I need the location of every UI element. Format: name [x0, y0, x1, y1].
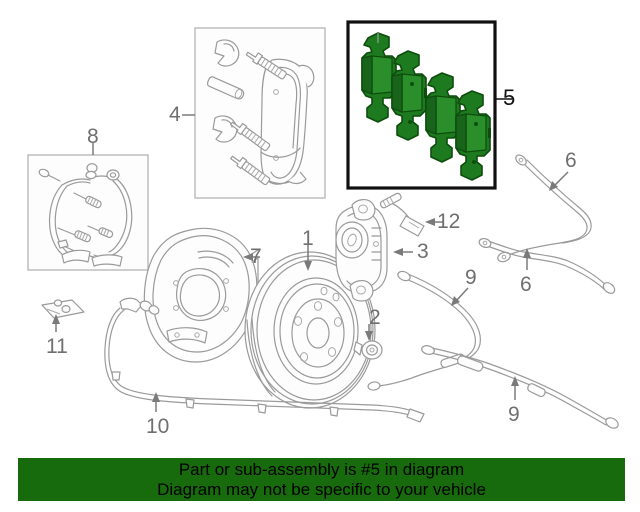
- callout-box-4: [194, 27, 326, 199]
- pointer-7: [243, 253, 260, 261]
- pointer-11: [52, 314, 60, 332]
- part-wear-sensor: [379, 192, 425, 237]
- callout-label-12: 12: [437, 210, 461, 233]
- callout-label-9a: 9: [465, 266, 477, 289]
- callout-label-8: 8: [87, 125, 99, 148]
- part-identification-banner: Part or sub-assembly is #5 in diagram Di…: [18, 458, 625, 501]
- part-brake-caliper: [335, 199, 388, 302]
- part-brake-line: [104, 297, 425, 423]
- callout-label-11: 11: [46, 335, 68, 358]
- callout-label-1: 1: [302, 227, 314, 250]
- callout-box-8: [27, 154, 149, 271]
- callout-label-6a: 6: [565, 149, 577, 172]
- pointer-6b: [523, 248, 531, 270]
- callout-label-5: 5: [503, 85, 516, 110]
- pointer-9b: [511, 376, 519, 400]
- callout-label-10: 10: [146, 415, 170, 438]
- callout-box-5-highlighted: [346, 20, 512, 190]
- pointer-1: [304, 244, 312, 271]
- pointer-6a: [549, 171, 569, 191]
- callout-label-3: 3: [417, 240, 429, 263]
- part-backing-plate: [143, 227, 259, 363]
- exploded-parts-diagram: .ln { fill:none; stroke:#9a9a9a; stroke-…: [27, 20, 619, 429]
- pointer-9a: [451, 287, 469, 306]
- callout-label-2: 2: [369, 306, 381, 329]
- part-rotor-screw: [353, 340, 383, 360]
- part-pb-cable-9b: [421, 345, 619, 429]
- callout-label-7: 7: [250, 245, 262, 268]
- pointer-3: [393, 248, 413, 256]
- pointer-2: [365, 324, 373, 341]
- banner-line-2: Diagram may not be specific to your vehi…: [157, 479, 486, 499]
- part-pb-cable-9a: [367, 270, 481, 391]
- part-brake-hose-6a: [497, 154, 592, 263]
- callout-label-9b: 9: [508, 403, 520, 426]
- part-mounting-bracket: [41, 299, 85, 319]
- pointer-10: [152, 392, 160, 412]
- callout-label-6b: 6: [520, 273, 532, 296]
- callout-label-4: 4: [169, 103, 181, 126]
- part-brake-rotor: [244, 251, 376, 409]
- part-brake-hose-6b: [478, 237, 616, 294]
- banner-line-1: Part or sub-assembly is #5 in diagram: [178, 459, 465, 479]
- pointer-12: [425, 218, 443, 226]
